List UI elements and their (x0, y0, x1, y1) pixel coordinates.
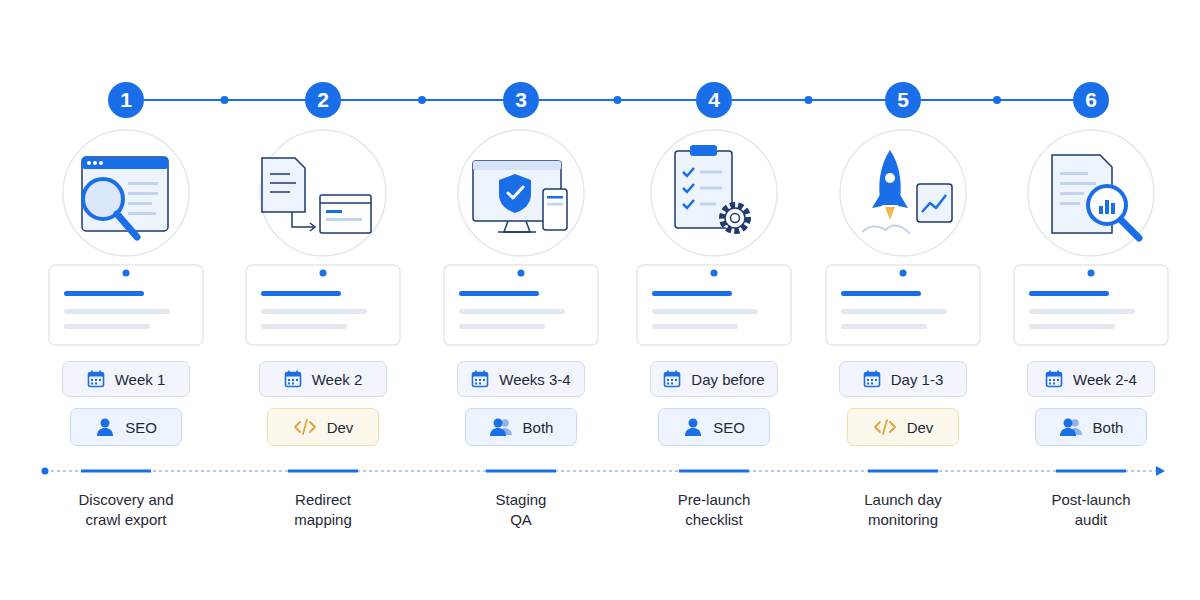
step-number: 5 (885, 82, 921, 118)
timing-pill-text: Week 2 (312, 371, 363, 388)
owner-pill: SEO (658, 408, 770, 446)
timeline-dot (221, 96, 229, 104)
placeholder-card (49, 265, 203, 345)
calendar-icon (284, 370, 302, 388)
card-bar (652, 309, 758, 314)
calendar-icon (87, 370, 105, 388)
timeline-dot (418, 96, 426, 104)
timeline-dot (805, 96, 813, 104)
card-dot (320, 270, 327, 277)
step-number: 3 (503, 82, 539, 118)
timing-pill: Weeks 3-4 (457, 361, 585, 397)
step-label: Launch day monitoring (853, 490, 953, 530)
card-dot (711, 270, 718, 277)
calendar-icon (1045, 370, 1063, 388)
card-bar (64, 291, 144, 296)
step-label: Pre-launch checklist (664, 490, 764, 530)
step-number-text: 4 (708, 88, 720, 112)
step-label: Discovery and crawl export (67, 490, 185, 530)
owner-pill: SEO (70, 408, 182, 446)
owner-pill-text: Both (523, 419, 554, 436)
owner-pill-text: SEO (713, 419, 745, 436)
step-number: 2 (305, 82, 341, 118)
card-bar (841, 309, 947, 314)
card-bar (64, 309, 170, 314)
person-icon (683, 417, 703, 437)
calendar-icon (471, 370, 489, 388)
calendar-icon (863, 370, 881, 388)
timing-pill: Day 1-3 (839, 361, 967, 397)
timing-pill: Week 1 (62, 361, 190, 397)
owner-pill-text: Dev (907, 419, 934, 436)
card-bar (261, 309, 367, 314)
owner-pill: Dev (847, 408, 959, 446)
timing-pill-text: Week 1 (115, 371, 166, 388)
step-number: 1 (108, 82, 144, 118)
step-label: Staging QA (486, 490, 556, 530)
timing-pill-text: Weeks 3-4 (499, 371, 570, 388)
timeline-dot (993, 96, 1001, 104)
step-number: 4 (696, 82, 732, 118)
card-bar (459, 291, 539, 296)
timing-pill: Week 2-4 (1027, 361, 1155, 397)
card-dot (518, 270, 525, 277)
step-label: Redirect mapping (278, 490, 368, 530)
card-bar (841, 291, 921, 296)
timing-pill-text: Day 1-3 (891, 371, 944, 388)
card-dot (123, 270, 130, 277)
timing-pill: Week 2 (259, 361, 387, 397)
people-icon (489, 417, 513, 437)
card-bar (652, 291, 732, 296)
step-label: Post-launch audit (1041, 490, 1141, 530)
timing-pill: Day before (650, 361, 778, 397)
card-bar (459, 309, 565, 314)
placeholder-card (826, 265, 980, 345)
owner-pill-text: Dev (327, 419, 354, 436)
timing-pill-text: Day before (691, 371, 764, 388)
code-icon (873, 418, 897, 436)
card-bar (261, 291, 341, 296)
people-icon (1059, 417, 1083, 437)
card-dot (1088, 270, 1095, 277)
card-bar (64, 324, 150, 329)
step-number: 6 (1073, 82, 1109, 118)
owner-pill: Both (465, 408, 577, 446)
placeholder-card (1014, 265, 1168, 345)
card-bar (652, 324, 738, 329)
owner-pill: Both (1035, 408, 1147, 446)
card-bar (1029, 309, 1135, 314)
owner-pill-text: Both (1093, 419, 1124, 436)
card-bar (1029, 291, 1109, 296)
calendar-icon (663, 370, 681, 388)
step-number-text: 2 (317, 88, 329, 112)
code-icon (293, 418, 317, 436)
placeholder-card (246, 265, 400, 345)
timing-pill-text: Week 2-4 (1073, 371, 1137, 388)
card-bar (459, 324, 545, 329)
placeholder-card (444, 265, 598, 345)
owner-pill-text: SEO (125, 419, 157, 436)
card-bar (261, 324, 347, 329)
person-icon (95, 417, 115, 437)
step-number-text: 1 (120, 88, 132, 112)
owner-pill: Dev (267, 408, 379, 446)
step-number-text: 6 (1085, 88, 1097, 112)
card-bar (1029, 324, 1115, 329)
step-number-text: 3 (515, 88, 527, 112)
card-bar (841, 324, 927, 329)
card-dot (900, 270, 907, 277)
placeholder-card (637, 265, 791, 345)
timeline-dot (614, 96, 622, 104)
step-number-text: 5 (897, 88, 909, 112)
